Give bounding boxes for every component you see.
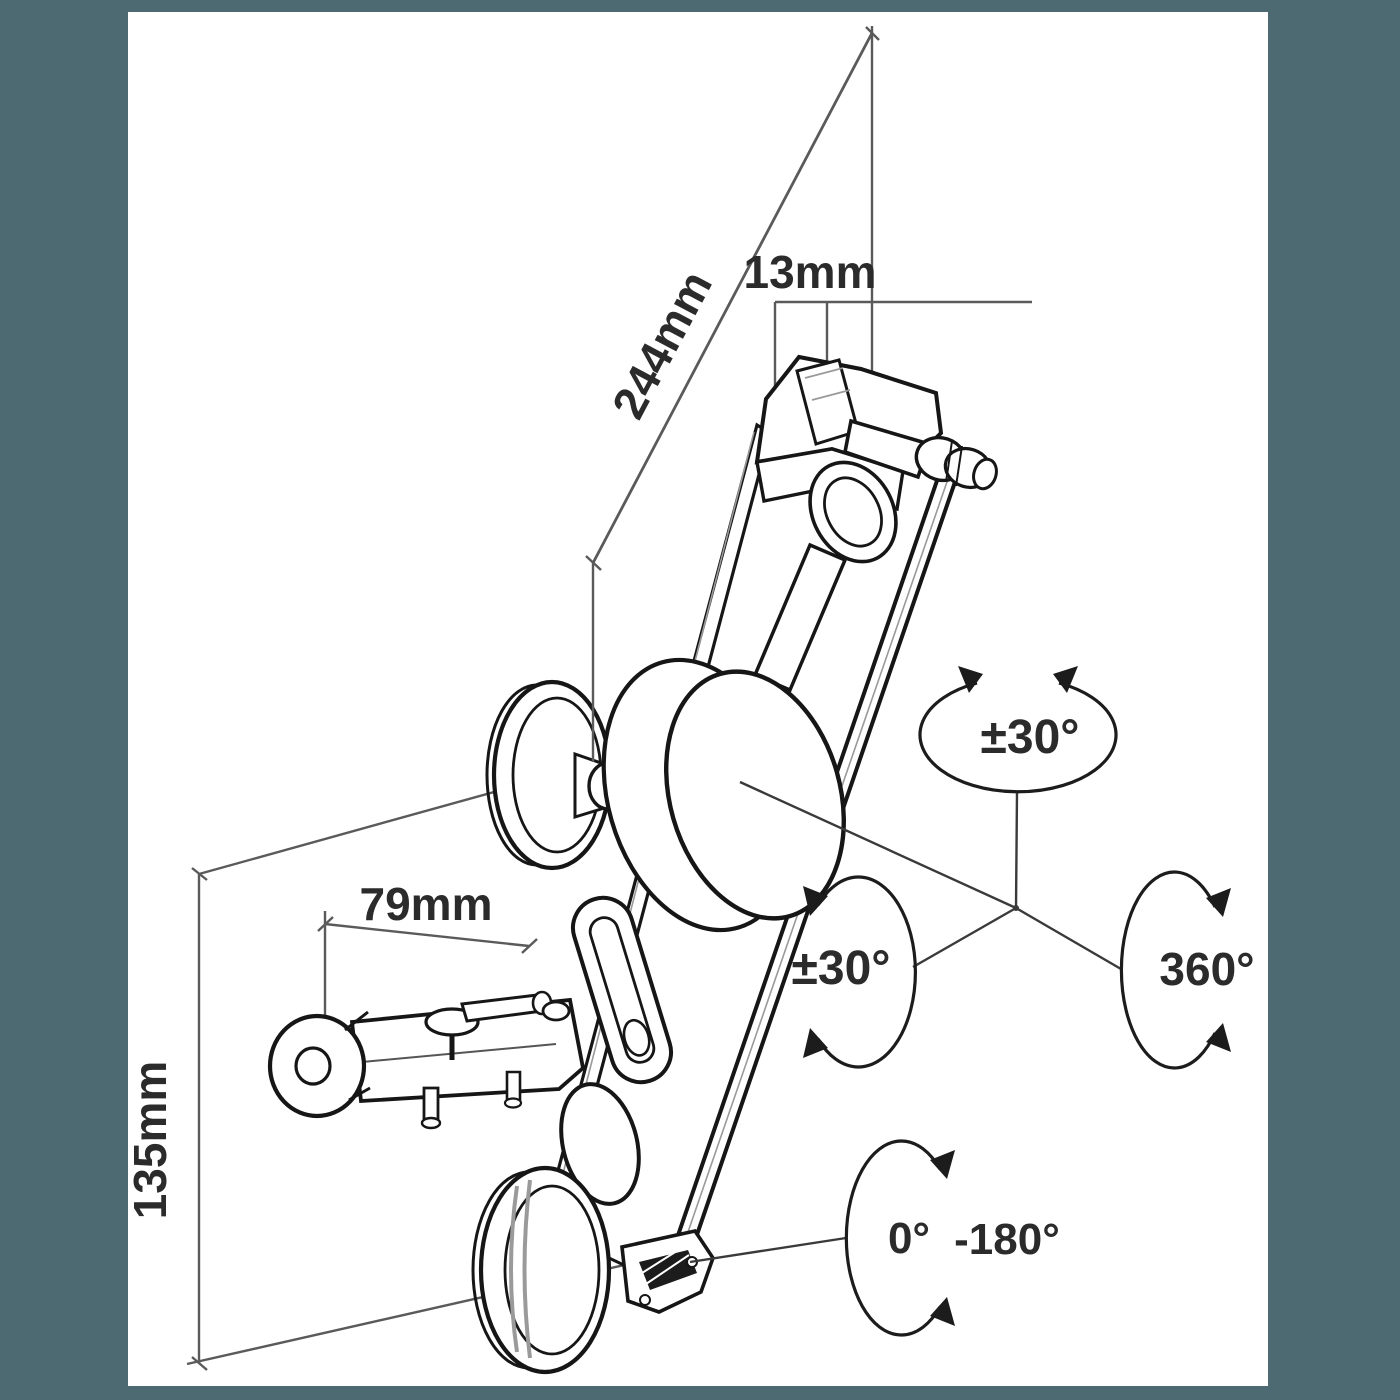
tick: [191, 1356, 208, 1371]
corner-grip-thumbscrew: [842, 418, 998, 491]
tick: [521, 938, 538, 954]
arrowhead: [803, 886, 828, 916]
dim-13-label: 13mm: [744, 246, 877, 298]
dim-79-label: 79mm: [360, 878, 493, 930]
arrowhead: [1206, 888, 1231, 917]
wall-clamp-arm: [267, 990, 586, 1130]
connector-left: [912, 906, 1017, 969]
arrowhead: [930, 1297, 955, 1326]
bolt: [422, 1086, 440, 1123]
connector-top: [1014, 791, 1019, 909]
upper-pivot-rings: [808, 460, 898, 564]
arc-arrowheads: [803, 666, 1231, 1326]
tilt-plate-disc: [664, 669, 846, 921]
arrowhead: [1053, 666, 1078, 693]
annotation-connectors: [689, 780, 1122, 1264]
connector-right: [1015, 906, 1122, 971]
dim-135-label: 135mm: [124, 1061, 176, 1220]
arc-swivel-360: [1119, 870, 1217, 1070]
tablet-mount-illustration: [267, 354, 998, 1375]
arrowhead: [930, 1150, 955, 1179]
lower-pivot-disc: [559, 1082, 641, 1206]
suction-cup-lower: [471, 1165, 612, 1375]
arrowhead: [958, 666, 983, 693]
dim-79-line: [324, 922, 530, 948]
arrowhead: [803, 1028, 828, 1058]
rotation-arcs: [816, 681, 1217, 1337]
rotation-swivel-label: 360°: [1159, 943, 1254, 995]
arrowhead: [1206, 1023, 1231, 1052]
fold-from-label: 0°: [888, 1214, 930, 1263]
dim-244-line: [591, 32, 874, 564]
bolt: [505, 1070, 522, 1103]
slotted-arm: [570, 895, 674, 1085]
bottom-corner-clip: [620, 1228, 715, 1314]
rotation-side-label: ±30°: [792, 942, 891, 995]
rotation-top-label: ±30°: [981, 711, 1080, 764]
fold-to-label: -180°: [954, 1215, 1060, 1264]
connector-center: [739, 780, 1017, 910]
arc-fold-180: [844, 1139, 942, 1337]
arc-tilt-side: [816, 875, 918, 1069]
tick: [865, 26, 880, 41]
arc-tilt-top: [918, 681, 1118, 794]
tick: [317, 916, 334, 932]
connector-fold: [689, 1236, 847, 1264]
upper-strut: [752, 542, 848, 693]
tick: [191, 867, 208, 881]
